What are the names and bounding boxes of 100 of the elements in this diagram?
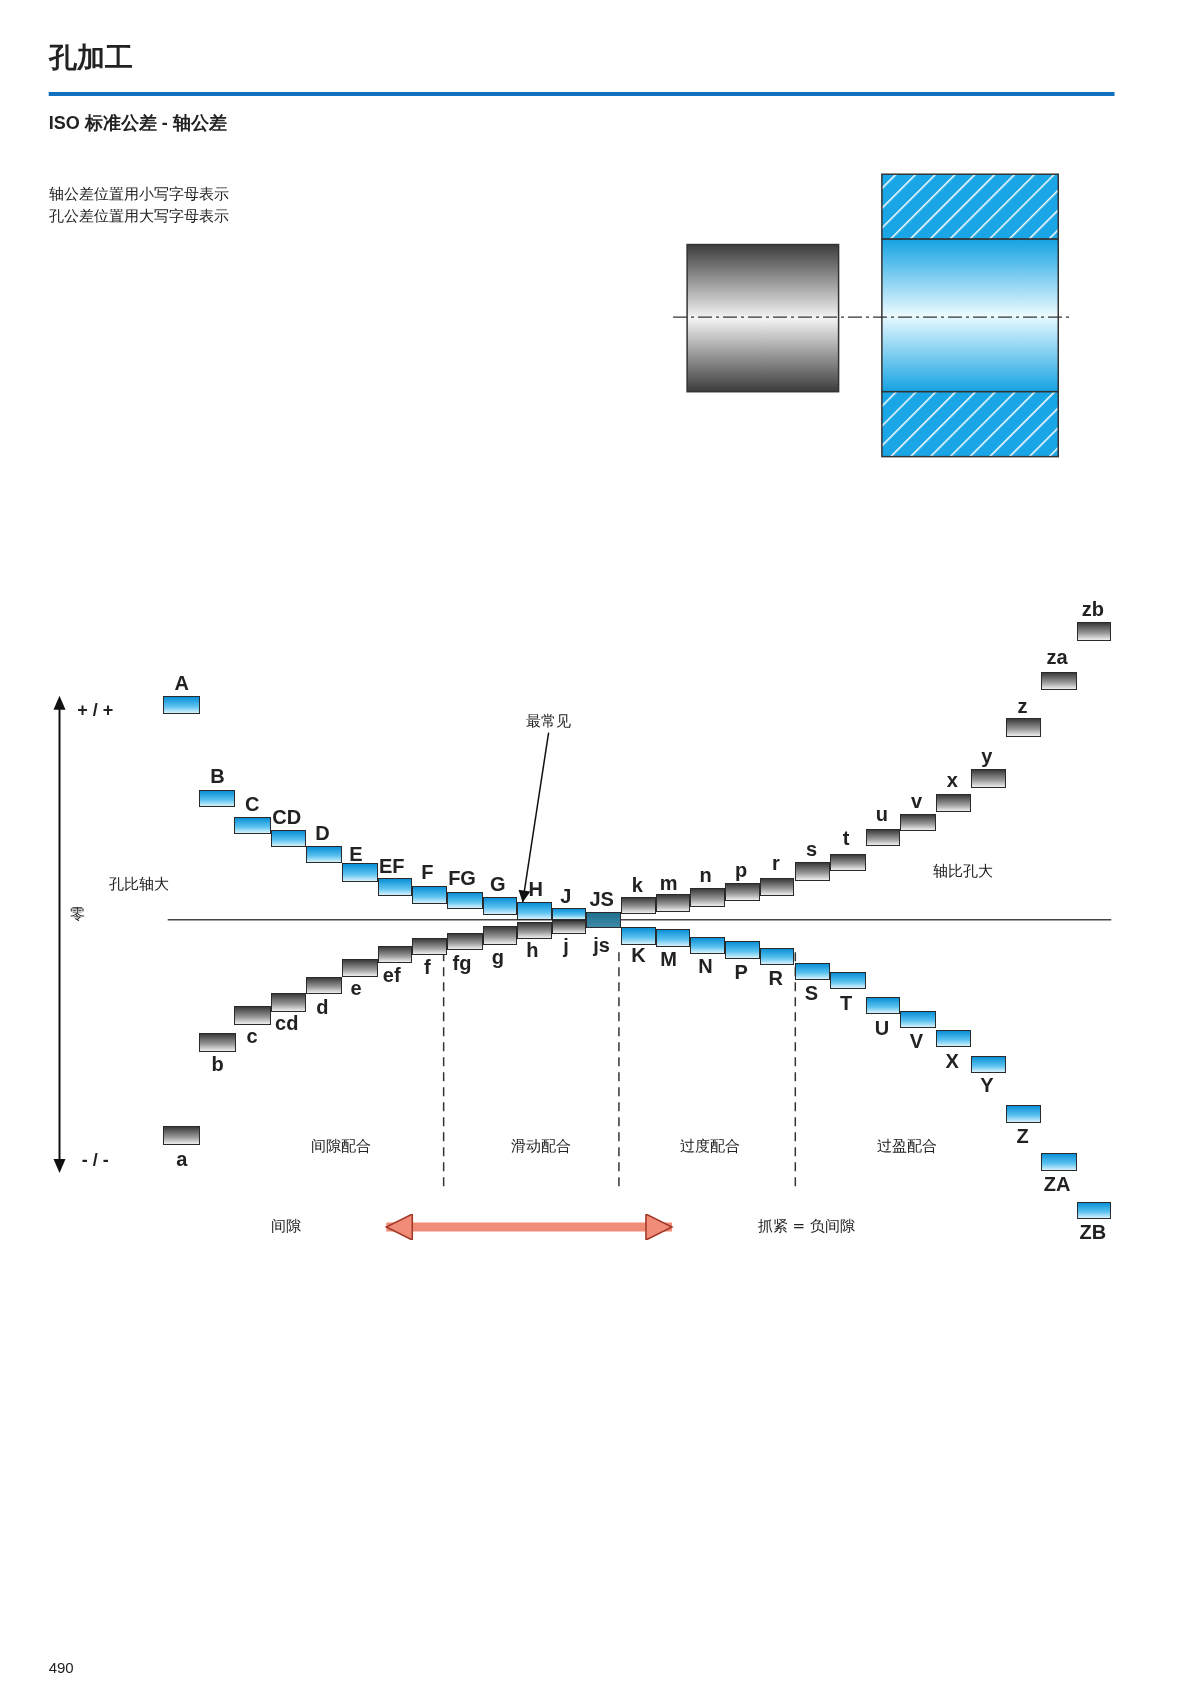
arrow-label: 抓紧 = 负间隙: [671, 1216, 855, 1238]
arrow-label: 最常见: [523, 710, 574, 733]
tolerance-zone-bar: [199, 789, 235, 808]
region-label: 间隙配合: [310, 1138, 371, 1154]
tolerance-zone-bar: [759, 947, 795, 966]
axis-label: + / +: [77, 700, 114, 719]
region-label: 过盈配合: [876, 1138, 937, 1154]
zone-letter: z: [1017, 695, 1028, 716]
zone-letter: c: [246, 1025, 258, 1046]
page-number: 490: [48, 1659, 74, 1675]
tolerance-zone-bar: [306, 846, 342, 864]
tolerance-zone-bar: [163, 1126, 201, 1145]
tolerance-zone-bar: [1040, 671, 1077, 691]
subtitle: ISO 标准公差 - 轴公差: [48, 114, 227, 133]
tolerance-zone-bar: [865, 996, 901, 1014]
zone-letter: G: [489, 874, 506, 895]
zone-letter: fg: [452, 953, 472, 973]
zone-letter: u: [875, 803, 888, 824]
zone-letter: H: [528, 879, 543, 900]
zone-letter: b: [211, 1053, 224, 1074]
tolerance-zone-bar: [970, 769, 1007, 788]
tolerance-zone-bar: [759, 877, 795, 896]
tolerance-zone-bar: [655, 893, 691, 913]
tolerance-zone-bar: [935, 1030, 971, 1048]
tolerance-zone-bar: [724, 882, 760, 902]
tolerance-zone-bar: [829, 853, 866, 872]
zone-letter: e: [350, 977, 362, 998]
tolerance-zone-bar: [900, 813, 936, 831]
region-label: 轴比孔大: [933, 863, 993, 879]
zone-letter: X: [945, 1051, 959, 1072]
zone-letter: Y: [980, 1075, 994, 1096]
zone-letter: za: [1046, 646, 1068, 667]
zone-letter: FG: [448, 867, 476, 888]
zone-letter: K: [631, 945, 646, 966]
zone-letter: g: [491, 946, 504, 967]
zone-letter: T: [840, 993, 853, 1014]
zone-letter: h: [526, 940, 539, 961]
region-label: 零: [70, 906, 86, 922]
tolerance-zone-bar: [377, 945, 413, 963]
zone-letter: B: [210, 765, 225, 786]
page-title: 孔加工: [48, 39, 133, 76]
tolerance-zone-bar: [412, 886, 447, 904]
zone-letter: Z: [1016, 1126, 1029, 1147]
zone-letter: n: [699, 865, 712, 886]
tolerance-zone-bar: [551, 907, 587, 920]
tolerance-zone-bar: [270, 993, 307, 1012]
tolerance-zone-bar: [517, 902, 552, 920]
zone-letter: A: [174, 672, 189, 693]
tolerance-zone-bar: [199, 1033, 236, 1052]
zone-letter: E: [349, 843, 363, 864]
region-label: 滑动配合: [511, 1138, 571, 1154]
tolerance-zone-bar: [970, 1056, 1007, 1074]
zone-letter: m: [659, 872, 678, 893]
tolerance-zone-bar: [1006, 718, 1041, 737]
zone-letter: ZB: [1079, 1222, 1107, 1243]
tolerance-zone-bar: [865, 828, 901, 847]
tolerance-zone-bar: [586, 912, 622, 929]
zone-letter: zb: [1081, 599, 1104, 620]
tolerance-zone-bar: [1076, 1202, 1112, 1220]
zone-letter: js: [593, 934, 610, 955]
zone-letter: EF: [378, 855, 405, 876]
tolerance-zone-bar: [482, 897, 518, 916]
zone-letter: JS: [589, 889, 614, 910]
tolerance-zone-bar: [233, 816, 271, 835]
axis-label: - / -: [81, 1150, 109, 1169]
zone-letter: J: [560, 885, 572, 906]
zone-letter: S: [804, 983, 819, 1004]
zone-letter: CD: [272, 806, 302, 827]
tolerance-zone-bar: [306, 977, 342, 995]
tolerance-zone-bar: [1040, 1153, 1077, 1171]
tolerance-zone-bar: [341, 863, 378, 882]
tolerance-zone-bar: [621, 927, 656, 945]
double-arrow: [385, 1213, 673, 1241]
tolerance-zone-bar: [412, 938, 447, 956]
tolerance-zone-bar: [1076, 622, 1112, 641]
zone-letter: p: [735, 859, 748, 880]
arrow: [518, 731, 550, 904]
zone-letter: a: [176, 1148, 188, 1169]
arrow-label: 间隙: [270, 1216, 387, 1238]
zone-letter: C: [244, 793, 260, 814]
tolerance-zone-bar: [935, 794, 971, 812]
tolerance-zone-bar: [341, 958, 378, 978]
zone-letter: d: [316, 997, 329, 1018]
zone-letter: j: [563, 935, 569, 956]
tolerance-zone-bar: [377, 877, 413, 896]
zone-letter: s: [805, 839, 818, 860]
zone-letter: ef: [382, 964, 401, 985]
region-label: 过度配合: [679, 1138, 740, 1154]
tolerance-zone-bar: [517, 921, 552, 940]
tolerance-zone-bar: [900, 1010, 936, 1028]
zone-letter: v: [910, 790, 923, 811]
tolerance-zone-bar: [621, 897, 656, 915]
tolerance-zone-bar: [163, 695, 201, 715]
tolerance-zone-bar: [482, 926, 518, 945]
zone-letter: r: [771, 853, 780, 874]
zone-letter: N: [698, 956, 713, 977]
zone-letter: P: [734, 961, 748, 982]
tolerance-zone-bar: [724, 941, 760, 959]
tolerance-zone-bar: [655, 929, 691, 947]
zone-letter: cd: [275, 1012, 299, 1033]
